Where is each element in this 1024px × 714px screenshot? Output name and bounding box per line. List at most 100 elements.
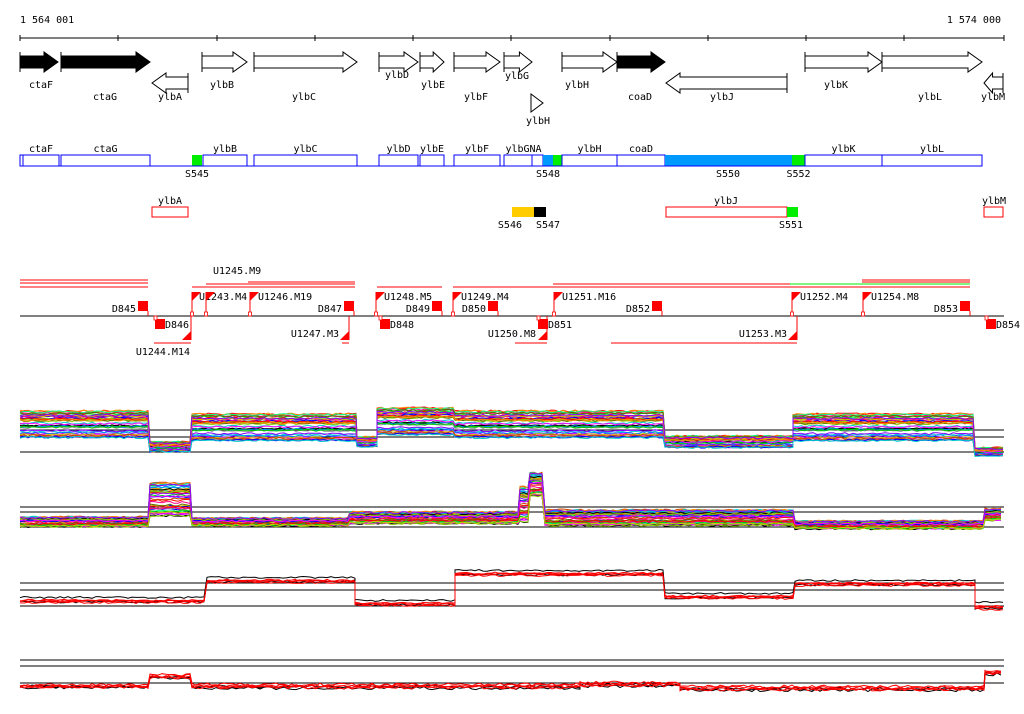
profile-panel-1: [19, 406, 1004, 457]
gene-label: coaD: [628, 92, 652, 103]
flag-marker: [190, 311, 194, 317]
segment-label: S550: [716, 169, 740, 180]
profile-line: [19, 670, 1002, 691]
profile-line: [19, 568, 1004, 604]
segment-label: ctaF: [29, 144, 53, 155]
gene-label: ctaF: [29, 80, 53, 91]
segment-S552: [792, 155, 805, 166]
flag-icon: [538, 331, 547, 340]
flag-icon: [792, 292, 801, 301]
gene-arrow-ylbB: [201, 51, 248, 73]
deletion-box: [138, 301, 148, 311]
flag-icon: [788, 331, 797, 340]
gene-arrow-ylbH: [530, 93, 544, 113]
gene-arrow-ylbA: [151, 72, 189, 94]
gene-label: ylbJ: [710, 92, 734, 103]
gene-label: ylbH: [526, 116, 550, 127]
profile-line: [19, 493, 1002, 530]
gene-label: ylbC: [292, 92, 316, 103]
segment-ylbF: [453, 154, 501, 167]
feature-label: U1250.M8: [488, 329, 536, 340]
profile-line: [19, 410, 1004, 451]
segment-coaD: [616, 154, 666, 167]
deletion-box: [986, 319, 996, 329]
gene-label: ylbL: [918, 92, 942, 103]
feature-label: D846: [165, 320, 189, 331]
segment-ylbD: [378, 154, 419, 167]
feature-label: D848: [390, 320, 414, 331]
gene-arrow-ylbJ: [665, 72, 788, 94]
segment-ylbL: [881, 154, 983, 167]
feature-label: U1247.M3: [291, 329, 339, 340]
segment-label: ylbJ: [714, 196, 738, 207]
flag-marker: [451, 311, 455, 317]
segment-label: S552: [786, 169, 810, 180]
deletion-box: [155, 319, 165, 329]
segment-label: ylbE: [420, 144, 444, 155]
segment-label: S548: [536, 169, 560, 180]
gene-arrow-ylbC: [253, 51, 358, 73]
gene-label: ylbA: [158, 92, 182, 103]
profile-line: [19, 478, 1002, 525]
gene-label: ylbF: [464, 92, 488, 103]
profile-line: [19, 419, 1004, 454]
segment-S551: [787, 207, 798, 217]
segment-S547: [534, 207, 546, 217]
segment-ylbH: [561, 154, 618, 167]
flag-icon: [182, 331, 191, 340]
segment-S546: [512, 207, 534, 217]
flag-icon: [340, 331, 349, 340]
segment-label: ylbB: [213, 144, 237, 155]
gene-arrow-ylbG: [503, 50, 533, 74]
gene-arrow-ylbD: [378, 51, 419, 73]
deletion-box: [344, 301, 354, 311]
profile-line: [19, 481, 1002, 526]
deletion-box: [488, 301, 498, 311]
feature-label: D849: [406, 304, 430, 315]
deletion-marker: [153, 315, 158, 321]
segment-label: coaD: [629, 144, 653, 155]
profile-line: [19, 669, 1002, 690]
gene-arrow-ctaF: [19, 51, 59, 73]
flag-icon: [206, 292, 215, 301]
profile-line: [19, 407, 1004, 450]
profile-line: [19, 672, 1002, 692]
feature-label: U1253.M3: [739, 329, 787, 340]
gene-label: ylbD: [385, 70, 409, 81]
segment-label: ylbD: [386, 144, 410, 155]
segment-label: ylbF: [465, 144, 489, 155]
segment-label: S547: [536, 220, 560, 231]
gene-arrow-coaD: [616, 51, 666, 73]
flag-icon: [192, 292, 201, 301]
segment-S545: [192, 155, 202, 166]
segment-ylbB: [202, 154, 248, 167]
deletion-marker: [536, 315, 541, 321]
segment-label: ylbK: [831, 144, 855, 155]
flag-marker: [204, 311, 208, 317]
segment-label: ylbM: [982, 196, 1006, 207]
feature-label: D854: [996, 320, 1020, 331]
feature-label: U1244.M14: [136, 347, 190, 358]
ruler-end-label: 1 574 000: [947, 15, 1001, 26]
segment-label: ylbH: [577, 144, 601, 155]
segment-label: ctaG: [93, 144, 117, 155]
gene-arrow-ylbL: [881, 51, 983, 73]
profile-line: [19, 472, 1002, 524]
profile-line: [19, 573, 1004, 610]
segment-S550: [665, 155, 792, 166]
segment-label: ylbL: [920, 144, 944, 155]
gene-label: ylbG: [505, 71, 529, 82]
feature-label: U1243.M4: [199, 292, 247, 303]
gene-arrow-ylbK: [804, 51, 883, 73]
segment-ylbK: [804, 154, 883, 167]
gene-arrow-ylbM: [983, 71, 1004, 95]
deletion-marker: [378, 315, 383, 321]
feature-label: U1248.M5: [384, 292, 432, 303]
deletion-marker: [984, 315, 989, 321]
gene-arrow-ylbF: [453, 51, 501, 73]
profile-panel-2: [19, 471, 1004, 531]
flag-icon: [250, 292, 259, 301]
feature-label: U1254.M8: [871, 292, 919, 303]
profile-line: [19, 415, 1004, 452]
